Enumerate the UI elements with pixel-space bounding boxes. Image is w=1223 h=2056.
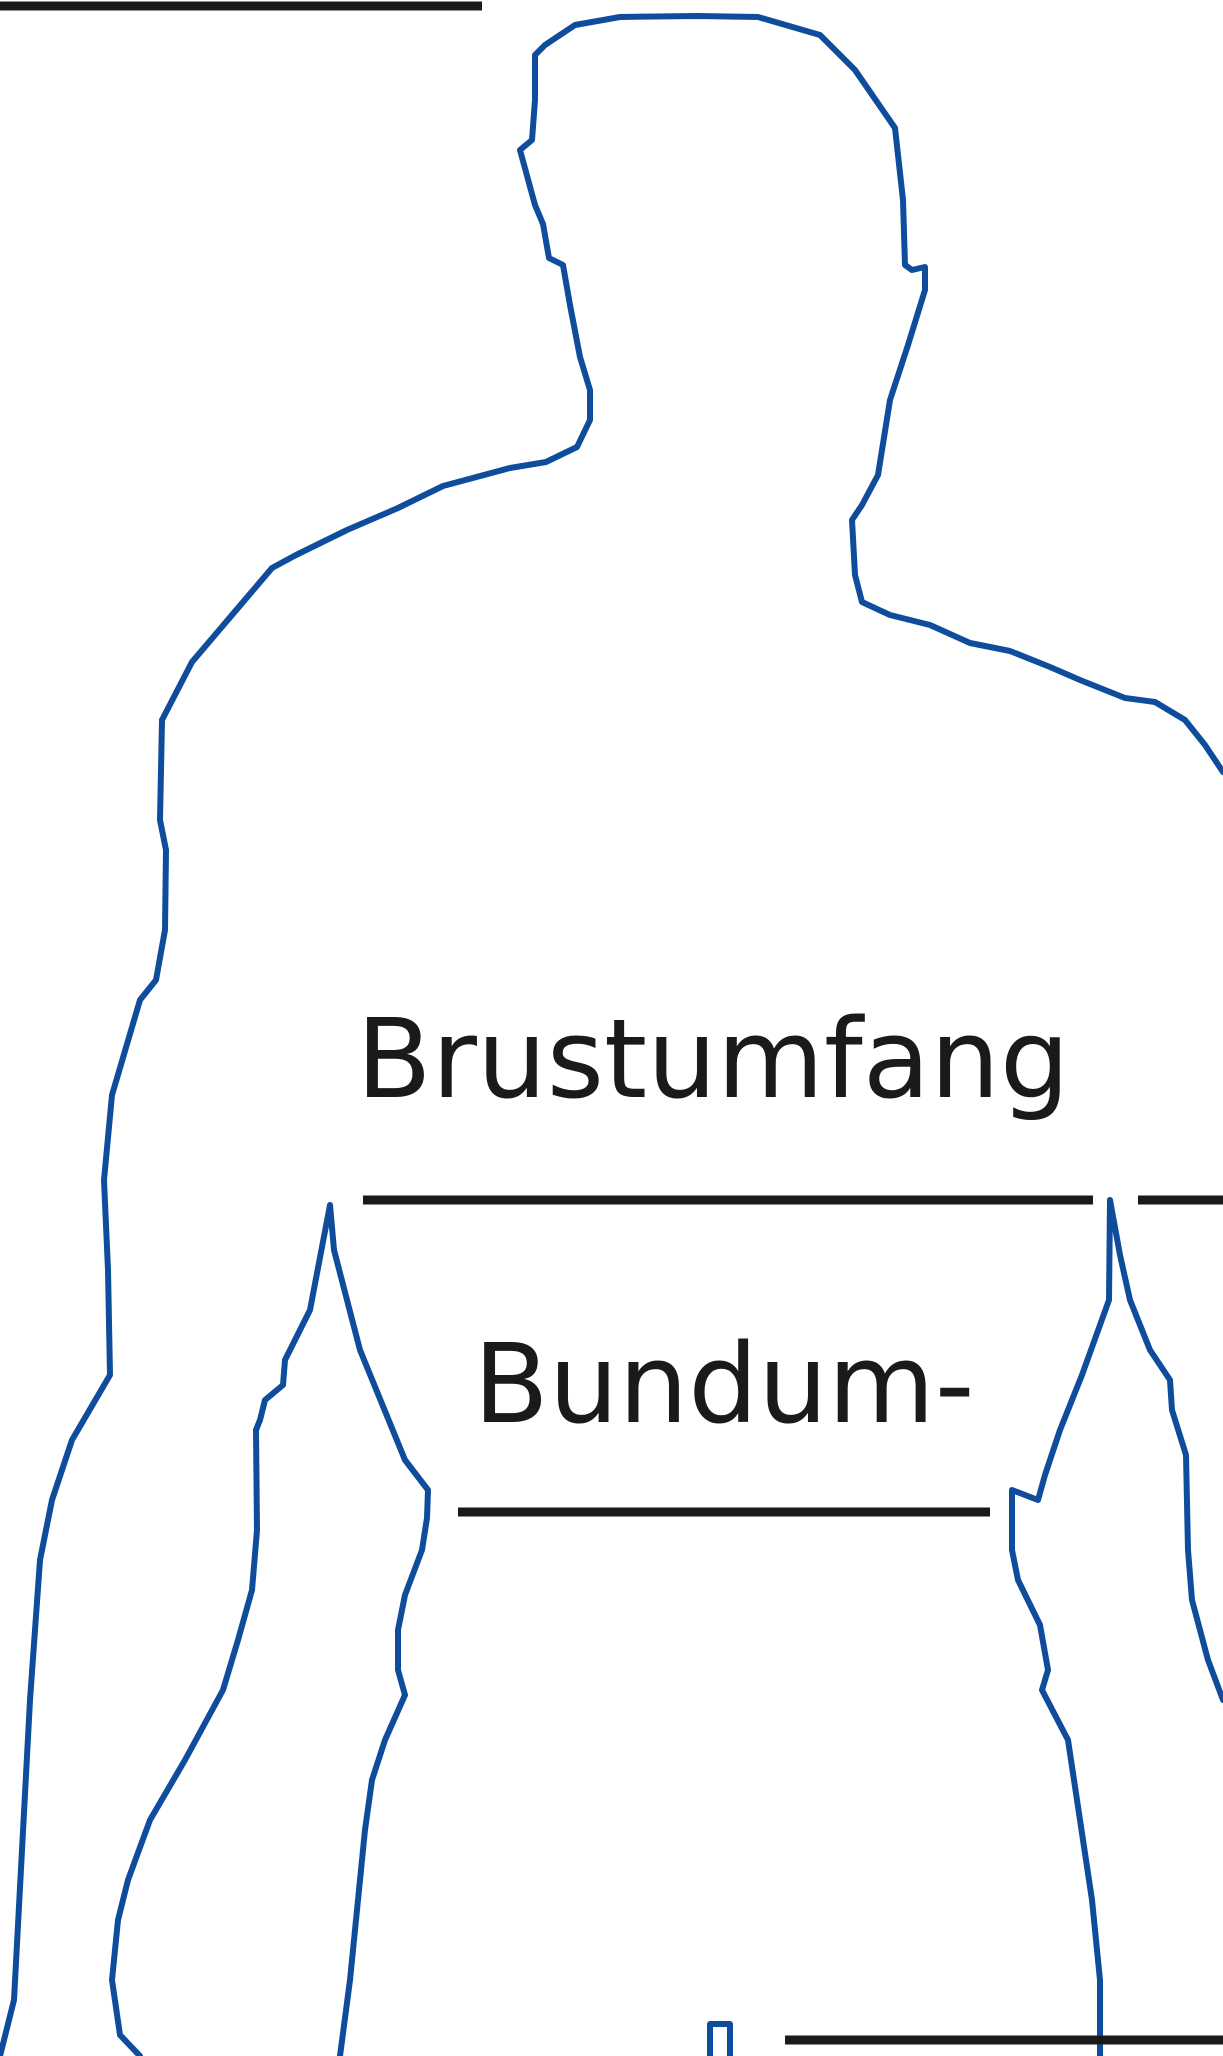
right-arm-lower-outline bbox=[1012, 1200, 1223, 2056]
left-torso-outline bbox=[112, 1205, 428, 2056]
navel-mark bbox=[710, 2024, 730, 2056]
chest-label: Brustumfang bbox=[356, 995, 1069, 1123]
waist-label: Bundum- bbox=[473, 1320, 974, 1448]
